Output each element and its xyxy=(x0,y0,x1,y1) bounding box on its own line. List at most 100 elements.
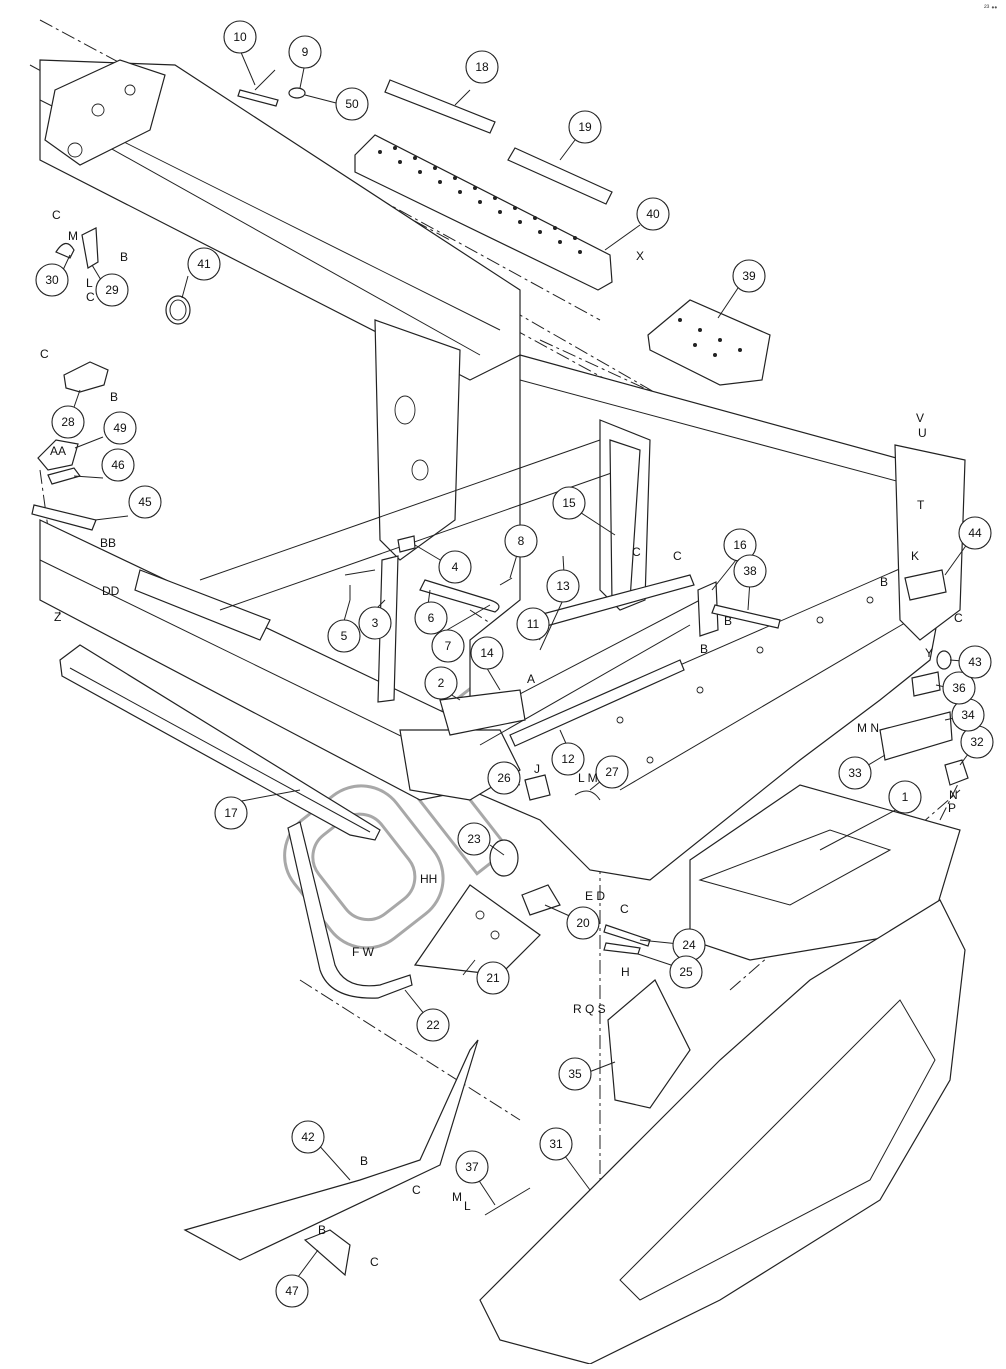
reference-letters: X V U T K B C Y M N N P C C B B A J L M … xyxy=(40,208,963,1269)
letter-k: K xyxy=(911,549,919,563)
letter-bb: BB xyxy=(100,536,116,550)
part-bar-38 xyxy=(711,604,781,629)
part-tube-22 xyxy=(287,821,413,999)
part-bracket-29 xyxy=(81,227,99,269)
callout-10: 10 xyxy=(223,20,257,54)
callout-22: 22 xyxy=(416,1008,450,1042)
letter-rqs: R Q S xyxy=(573,1002,606,1016)
callout-17-label: 17 xyxy=(224,806,238,820)
callout-2: 2 xyxy=(424,666,458,700)
callout-43: 43 xyxy=(958,645,992,679)
callout-6: 6 xyxy=(414,601,448,635)
letter-m-29: M xyxy=(68,229,78,243)
part-cover-31 xyxy=(479,899,966,1365)
callout-12-label: 12 xyxy=(561,752,575,766)
letter-b-16: B xyxy=(700,642,708,656)
callout-19-label: 19 xyxy=(578,120,592,134)
callout-26-label: 26 xyxy=(497,771,511,785)
callout-50: 50 xyxy=(335,87,369,121)
callout-28: 28 xyxy=(51,405,85,439)
callout-36-label: 36 xyxy=(952,681,966,695)
callout-41: 41 xyxy=(187,247,221,281)
callout-28-label: 28 xyxy=(61,415,75,429)
callout-34: 34 xyxy=(951,698,985,732)
callout-27: 27 xyxy=(595,755,629,789)
part-bracket-26 xyxy=(524,774,551,801)
callout-14: 14 xyxy=(470,636,504,670)
part-bracket-47 xyxy=(303,1229,351,1277)
letter-t: T xyxy=(917,498,925,512)
callout-36: 36 xyxy=(942,671,976,705)
letter-m-37: M xyxy=(452,1190,462,1204)
callout-29-label: 29 xyxy=(105,283,119,297)
part-strip-45 xyxy=(31,504,97,531)
callout-38: 38 xyxy=(733,554,767,588)
part-rod-5 xyxy=(344,569,376,600)
callout-23: 23 xyxy=(457,822,491,856)
part-bracket-49 xyxy=(37,439,79,471)
letter-a-14: A xyxy=(527,672,535,686)
letter-fw: F W xyxy=(352,945,375,959)
callout-4-label: 4 xyxy=(452,560,459,574)
letter-dd: DD xyxy=(102,584,120,598)
callout-47-label: 47 xyxy=(285,1284,299,1298)
part-bracket-36 xyxy=(911,671,941,697)
callout-49: 49 xyxy=(103,411,137,445)
callout-44: 44 xyxy=(958,516,992,550)
callout-35: 35 xyxy=(558,1057,592,1091)
callout-31-label: 31 xyxy=(549,1137,563,1151)
callout-20-label: 20 xyxy=(576,916,590,930)
part-bracket-16 xyxy=(697,581,719,637)
callout-30-label: 30 xyxy=(45,273,59,287)
letter-p: P xyxy=(948,801,956,815)
letter-c-29-bottom: C xyxy=(86,290,95,304)
callout-23-label: 23 xyxy=(467,832,481,846)
callout-25-label: 25 xyxy=(679,965,693,979)
letter-c-15b: C xyxy=(673,549,682,563)
callout-18-label: 18 xyxy=(475,60,489,74)
callout-12: 12 xyxy=(551,742,585,776)
callout-15: 15 xyxy=(552,486,586,520)
callout-2-label: 2 xyxy=(438,676,445,690)
callout-46-label: 46 xyxy=(111,458,125,472)
part-strip-18 xyxy=(384,79,496,134)
callout-45: 45 xyxy=(128,485,162,519)
part-rod-7 xyxy=(419,579,500,613)
letter-c-47: C xyxy=(370,1255,379,1269)
frame-upper-beam xyxy=(39,59,521,381)
part-step-plate-39 xyxy=(647,299,771,386)
callout-38-label: 38 xyxy=(743,564,757,578)
callout-4: 4 xyxy=(438,550,472,584)
letter-aa: AA xyxy=(50,444,66,458)
letter-y: Y xyxy=(925,646,933,660)
letter-ed: E D xyxy=(585,889,605,903)
callout-47: 47 xyxy=(275,1274,309,1308)
part-spring-27 xyxy=(574,790,601,801)
callout-44-label: 44 xyxy=(968,526,982,540)
part-bracket-32 xyxy=(944,759,969,786)
callout-17: 17 xyxy=(214,796,248,830)
callout-8: 8 xyxy=(504,524,538,558)
callout-31: 31 xyxy=(539,1127,573,1161)
callout-33-label: 33 xyxy=(848,766,862,780)
callout-11-label: 11 xyxy=(527,617,540,631)
callout-29: 29 xyxy=(95,273,129,307)
corner-mark: ²³ •• xyxy=(984,3,997,12)
callout-34-label: 34 xyxy=(961,708,975,722)
callout-15-label: 15 xyxy=(562,496,576,510)
callout-22-label: 22 xyxy=(426,1018,440,1032)
callout-35-label: 35 xyxy=(568,1067,582,1081)
callout-20: 20 xyxy=(566,906,600,940)
part-pad-20 xyxy=(521,884,561,916)
letter-l-29: L xyxy=(86,276,93,290)
part-bar-12 xyxy=(509,659,685,747)
part-bracket-28 xyxy=(63,361,109,393)
part-bracket-44 xyxy=(904,569,947,601)
callout-10-label: 10 xyxy=(233,30,247,44)
part-rail-17 xyxy=(59,644,381,841)
letter-u: U xyxy=(918,426,927,440)
letter-x: X xyxy=(636,249,644,263)
letter-b-42: B xyxy=(360,1154,368,1168)
callout-13-label: 13 xyxy=(556,579,570,593)
